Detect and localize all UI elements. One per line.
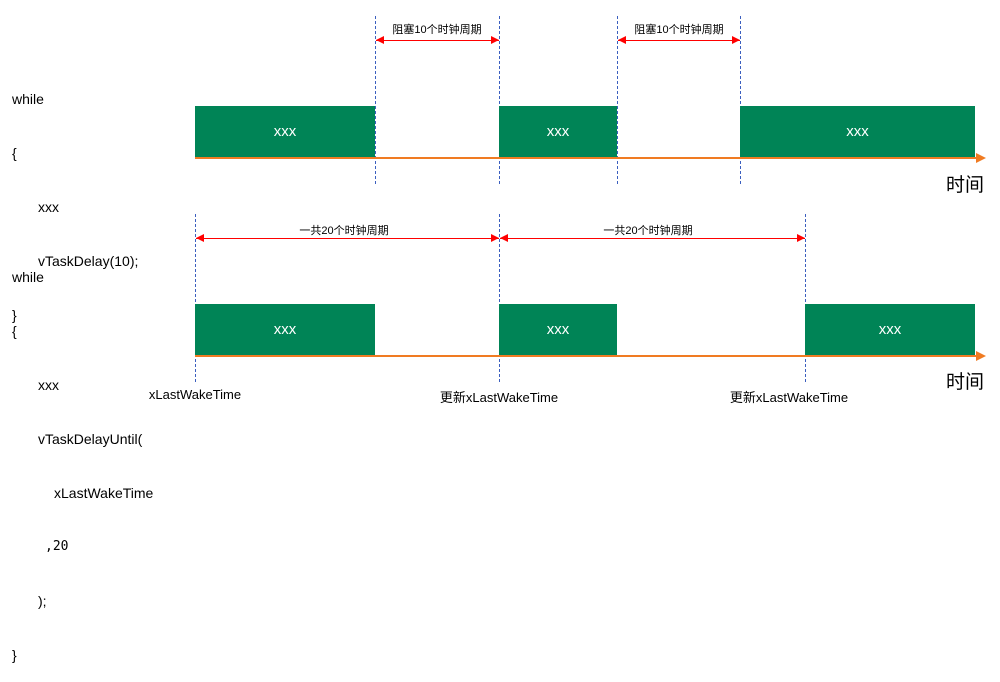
bottom-time-label: 时间 [946,372,985,393]
top-guide-line [499,16,500,184]
top-task-block: xxx [195,106,375,157]
bottom-wake-time-marker: 更新xLastWakeTime [729,390,849,405]
bottom-period-span-label: 一共20个时钟周期 [296,222,392,238]
top-guide-line [740,16,741,184]
top-blocked-span-arrow [376,36,499,44]
code-line: vTaskDelay(10); [38,253,139,269]
code-line: vTaskDelayUntil( [38,431,143,447]
top-blocked-span-arrow [618,36,740,44]
code-line: } [12,307,17,323]
code-line: ); [38,593,47,609]
code-line: { [12,323,17,339]
code-line: while [12,91,44,107]
code-line: xxx [38,377,59,393]
bottom-time-axis [195,355,977,357]
bottom-period-span-arrow [196,234,499,242]
top-blocked-span-label: 阻塞10个时钟周期 [389,21,485,37]
top-task-block: xxx [499,106,617,157]
top-blocked-span-label: 阻塞10个时钟周期 [631,21,727,37]
code-vtaskdelayuntil: while { xxx vTaskDelayUntil( xLastWakeTi… [12,232,153,682]
top-time-label: 时间 [946,175,985,196]
top-time-axis [195,157,977,159]
code-line: } [12,647,17,663]
code-line: while [12,269,44,285]
bottom-task-block: xxx [499,304,617,355]
bottom-wake-time-marker: xLastWakeTime [148,387,242,402]
code-vtaskdelay: while { xxx vTaskDelay(10); } [12,54,138,342]
top-guide-line [617,16,618,184]
bottom-guide-line [805,214,806,382]
code-line: { [12,145,17,161]
top-time-axis-arrowhead [976,153,986,163]
bottom-time-axis-arrowhead [976,351,986,361]
top-task-block: xxx [740,106,975,157]
bottom-guide-line [195,214,196,382]
bottom-period-span-label: 一共20个时钟周期 [600,222,696,238]
bottom-task-block: xxx [195,304,375,355]
code-line: xLastWakeTime [54,485,154,501]
bottom-wake-time-marker: 更新xLastWakeTime [439,390,559,405]
bottom-task-block: xxx [805,304,975,355]
top-guide-line [375,16,376,184]
code-line: ,20 [45,539,69,554]
code-line: xxx [38,199,59,215]
bottom-period-span-arrow [500,234,805,242]
bottom-guide-line [499,214,500,382]
